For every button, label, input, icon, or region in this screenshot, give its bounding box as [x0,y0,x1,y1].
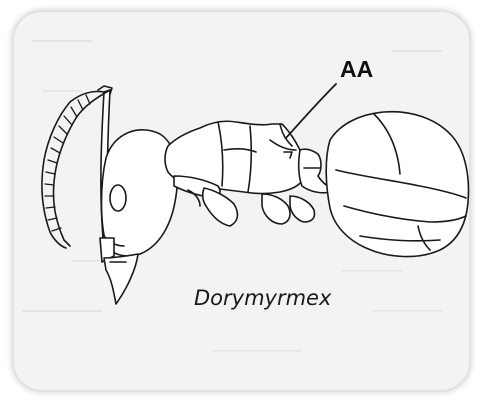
antenna [42,86,112,248]
label-pointer-line [286,84,336,138]
eye [110,185,126,211]
pointer-label: AA [340,56,373,83]
figure-caption: Dorymyrmex [194,286,331,310]
mandible [104,254,138,304]
gaster [326,112,468,257]
petiole [299,149,330,193]
